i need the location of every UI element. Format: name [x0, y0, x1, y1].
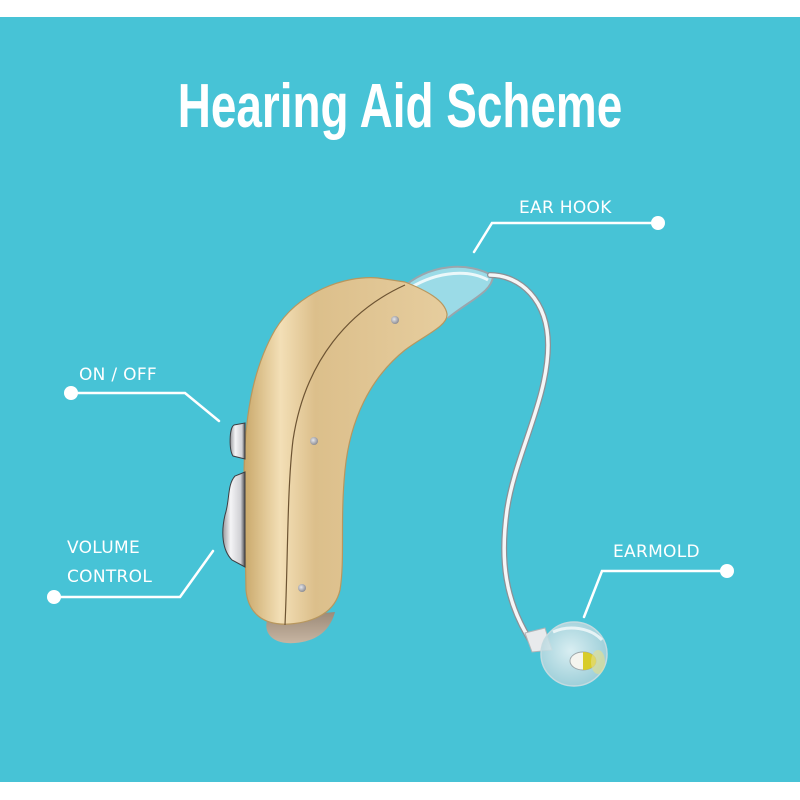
- screw: [391, 316, 399, 324]
- on-off-leader-line: [69, 391, 221, 423]
- screw: [298, 584, 306, 592]
- earmold-label: EARMOLD: [613, 542, 700, 562]
- earmold-marker-dot: [720, 564, 734, 578]
- on-off-marker-dot: [64, 386, 78, 400]
- on-off-label: ON / OFF: [79, 365, 157, 385]
- volume-control-label-line1: VOLUME: [67, 538, 140, 558]
- page-title: Hearing Aid Scheme: [177, 72, 623, 141]
- volume-control-marker-dot: [47, 590, 61, 604]
- hearing-aid-body: [243, 277, 448, 626]
- volume-control-label-line2: CONTROL: [67, 567, 153, 587]
- volume-control[interactable]: [222, 471, 246, 568]
- background-panel: [0, 17, 800, 782]
- screw: [310, 437, 318, 445]
- earmold-leader-line: [582, 569, 730, 619]
- earmold: [524, 621, 608, 687]
- ear-hook-leader-line: [472, 221, 659, 254]
- volume-control-leader-line: [52, 549, 215, 599]
- on-off-switch[interactable]: [229, 422, 246, 460]
- ear-hook-marker-dot: [651, 216, 665, 230]
- ear-hook-label: EAR HOOK: [519, 198, 612, 218]
